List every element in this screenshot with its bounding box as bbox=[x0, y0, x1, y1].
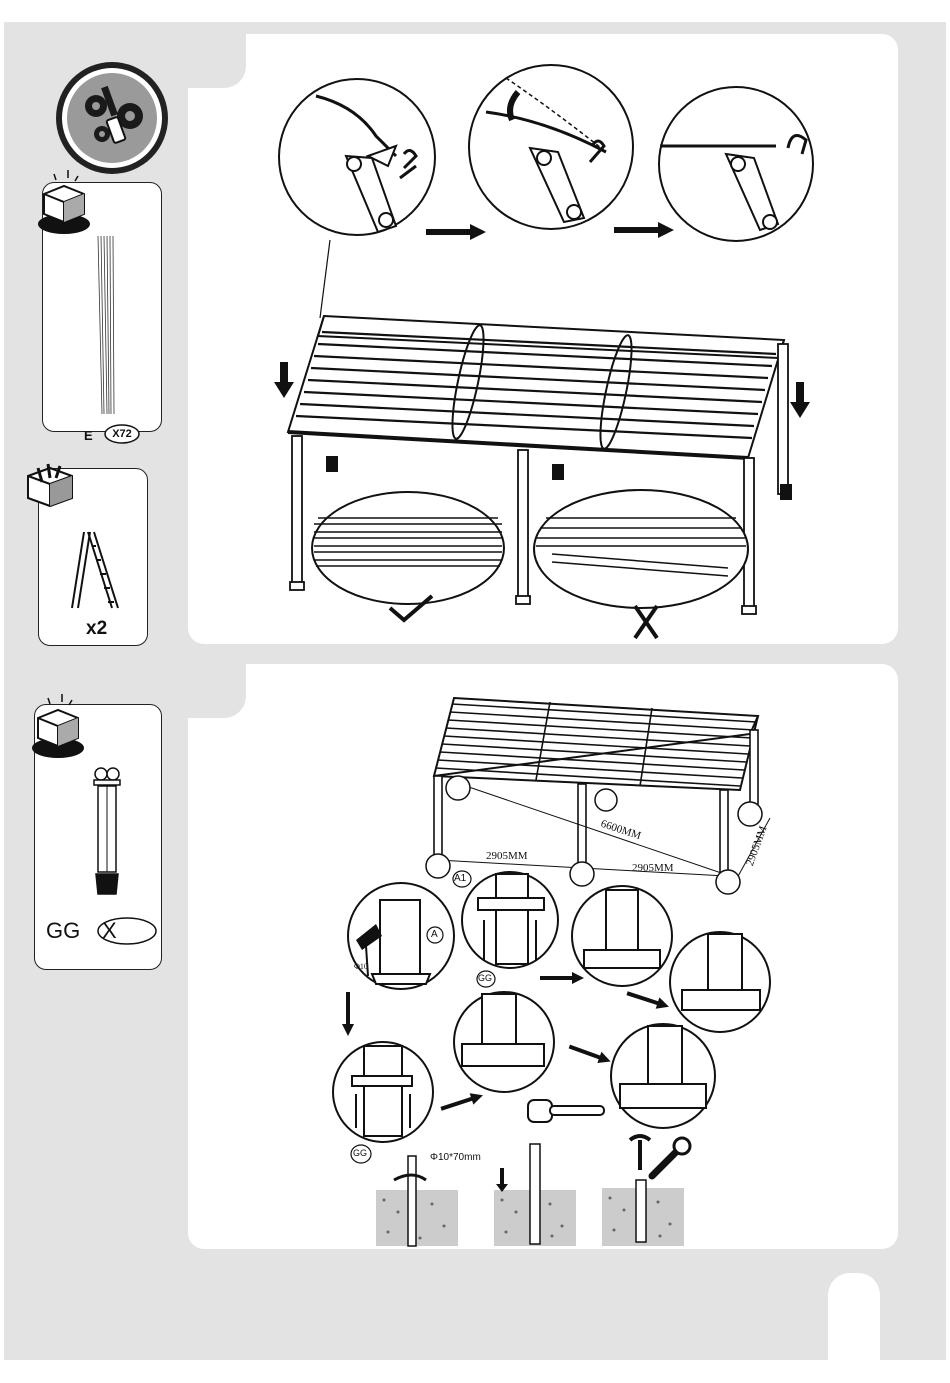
tools-gear-icon bbox=[52, 58, 172, 178]
louver-bracket-detail-1 bbox=[276, 76, 438, 238]
tool-qty: x2 bbox=[86, 618, 107, 640]
callout-a1-label: A1 bbox=[454, 873, 466, 884]
post-base-plate-detail bbox=[330, 1040, 436, 1144]
ladder-icon bbox=[66, 528, 122, 612]
checkmark-icon bbox=[388, 594, 434, 624]
arrow-right-icon bbox=[566, 1046, 614, 1062]
rod-part-icon bbox=[92, 236, 122, 416]
callout-gg-label: GG bbox=[353, 1148, 367, 1158]
anchor-insert-step bbox=[492, 1140, 578, 1250]
toolbox-icon bbox=[20, 458, 80, 514]
new-box-icon bbox=[28, 690, 90, 760]
new-box-icon bbox=[34, 166, 96, 236]
louver-bracket-detail-3 bbox=[656, 84, 816, 244]
part-code-e: E bbox=[84, 428, 93, 443]
incorrect-louver-closeup bbox=[532, 488, 750, 610]
dimension-width-2: 2905MM bbox=[632, 862, 674, 874]
cross-icon bbox=[632, 604, 660, 640]
cover-install-detail bbox=[452, 990, 556, 1094]
correct-louver-closeup bbox=[310, 490, 506, 606]
callout-a-label: A bbox=[431, 929, 438, 940]
arrow-right-icon bbox=[538, 970, 586, 986]
dimension-width-1: 2905MM bbox=[486, 850, 528, 862]
hammer-icon bbox=[526, 1094, 606, 1130]
drill-hole-size: Φ10 bbox=[354, 962, 368, 971]
arrow-down-icon bbox=[340, 990, 356, 1038]
anchor-size: Φ10*70mm bbox=[430, 1152, 481, 1163]
ground-drilling-step bbox=[374, 1150, 460, 1250]
panel-corner-notch bbox=[188, 30, 246, 88]
part-code-gg: GG bbox=[46, 918, 80, 944]
pergola-footprint-diagram bbox=[420, 690, 782, 900]
part-qty-gg: X bbox=[102, 918, 117, 944]
bracket-a1-detail bbox=[460, 870, 560, 970]
part-qty-e: X72 bbox=[109, 428, 135, 440]
page-tab bbox=[828, 1273, 880, 1363]
anchor-bolt-icon bbox=[90, 766, 124, 898]
base-cover-detail-2 bbox=[668, 930, 772, 1034]
arrow-right-icon bbox=[438, 1094, 486, 1110]
callout-gg-label: GG bbox=[478, 973, 492, 983]
anchor-tighten-step bbox=[600, 1130, 686, 1250]
louver-bracket-detail-2 bbox=[466, 62, 636, 232]
arrow-right-icon bbox=[624, 992, 672, 1008]
cover-finished-detail bbox=[608, 1022, 718, 1130]
panel-corner-notch bbox=[188, 660, 246, 718]
